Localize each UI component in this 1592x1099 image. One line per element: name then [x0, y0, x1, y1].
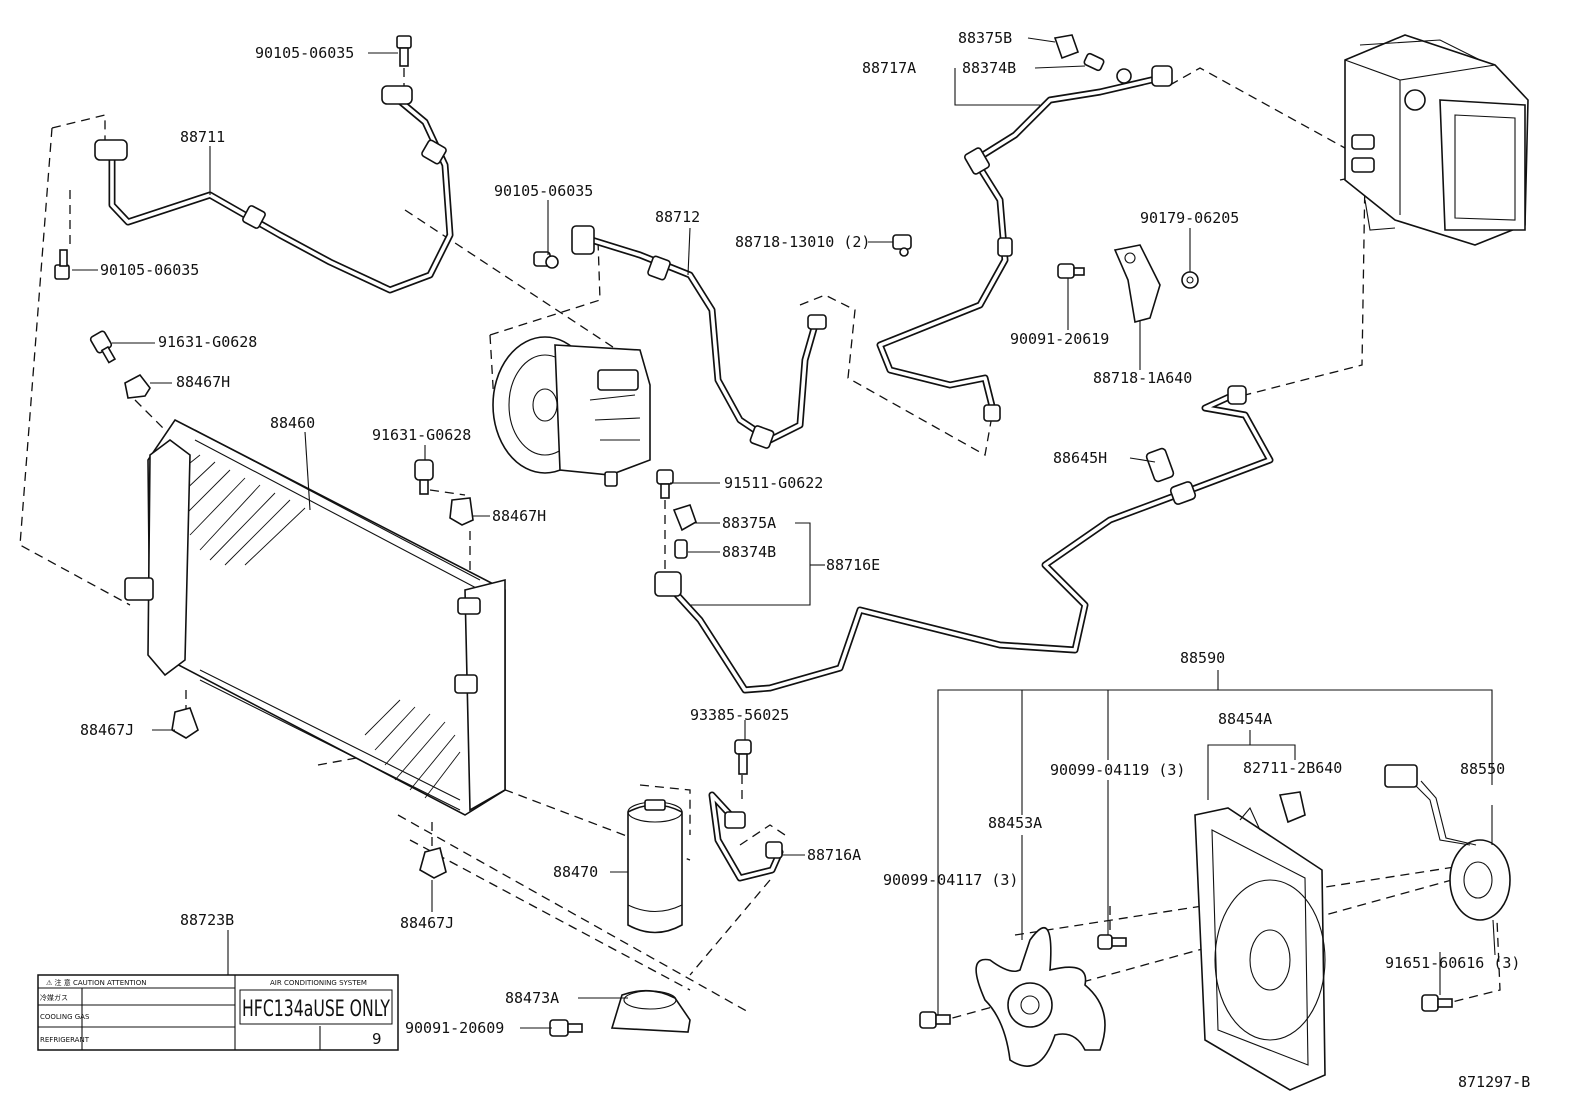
screw-90099-04117 [919, 1011, 951, 1029]
label-90105-06035-top: 90105-06035 [255, 44, 354, 62]
valve-88374B-mid [674, 539, 688, 559]
bracket-88473A [610, 989, 691, 1033]
label-88454A: 88454A [1218, 710, 1272, 728]
cushion-88467J-left [171, 707, 199, 739]
bolt-91651-60616 [1421, 994, 1453, 1012]
label-88467J-left: 88467J [80, 721, 134, 739]
bolt-90091-20619 [1057, 263, 1085, 279]
fan-motor-88550 [1384, 764, 1511, 956]
cap-88375A [672, 504, 697, 532]
label-90179-06205: 90179-06205 [1140, 209, 1239, 227]
label-sticker-88723B: ⚠ 注 意 CAUTION ATTENTION 冷媒ガス COOLING GAS… [37, 974, 399, 1051]
label-90099-04119: 90099-04119 (3) [1050, 761, 1185, 779]
sticker-row2: COOLING GAS [40, 1013, 90, 1021]
label-88375A: 88375A [722, 514, 776, 532]
part-labels: 90105-06035 88711 90105-06035 91631-G062… [80, 29, 1530, 1091]
pipe-88711 [94, 85, 454, 294]
label-88716E: 88716E [826, 556, 880, 574]
label-91631-G0628-left: 91631-G0628 [158, 333, 257, 351]
cushion-88467H-mid [449, 497, 474, 526]
label-88470: 88470 [553, 863, 598, 881]
label-91631-G0628-mid: 91631-G0628 [372, 426, 471, 444]
label-88375B: 88375B [958, 29, 1012, 47]
sticker-system-title: AIR CONDITIONING SYSTEM [270, 979, 367, 987]
valve-88374B-top [1083, 52, 1105, 72]
bolt-90091-20609 [549, 1019, 583, 1037]
label-90105-06035-mid: 90105-06035 [494, 182, 593, 200]
label-88718-1A640: 88718-1A640 [1093, 369, 1192, 387]
label-88711: 88711 [180, 128, 225, 146]
label-82711-2B640: 82711-2B640 [1243, 759, 1342, 777]
clamp-88718-1A640 [1113, 244, 1161, 323]
label-91511-G0622: 91511-G0622 [724, 474, 823, 492]
evaporator-unit [1344, 34, 1529, 246]
fan-88453A [975, 927, 1106, 1067]
label-91651-60616: 91651-60616 (3) [1385, 954, 1520, 972]
label-90091-20609: 90091-20609 [405, 1019, 504, 1037]
label-88717A: 88717A [862, 59, 916, 77]
label-88645H: 88645H [1053, 449, 1107, 467]
sticker-number: 9 [372, 1030, 382, 1048]
receiver-88470 [627, 799, 683, 934]
label-88716A: 88716A [807, 846, 861, 864]
label-88467H-left: 88467H [176, 373, 230, 391]
label-88374B-mid: 88374B [722, 543, 776, 561]
label-88460: 88460 [270, 414, 315, 432]
label-88374B-top: 88374B [962, 59, 1016, 77]
nut-90179-06205 [1181, 271, 1199, 289]
cushion-88467H-left [124, 373, 151, 399]
bolt-91631-G0628-mid [414, 459, 434, 495]
pipe-88716A [708, 791, 784, 882]
label-93385-56025: 93385-56025 [690, 706, 789, 724]
bolt-91511-G0622 [656, 469, 674, 499]
sticker-main-text: HFC134aUSE ONLY [242, 997, 390, 1022]
bolt-90105-06035-mid [533, 251, 559, 269]
label-88712: 88712 [655, 208, 700, 226]
label-88467J-bottom: 88467J [400, 914, 454, 932]
leader-lines [72, 37, 1493, 1029]
condenser-fins [174, 454, 461, 799]
bolt-90105-06035-left [54, 249, 70, 280]
sticker-row1: 冷媒ガス [40, 993, 68, 1002]
label-88718-13010: 88718-13010 (2) [735, 233, 870, 251]
cap-88375B [1053, 34, 1080, 60]
label-88473A: 88473A [505, 989, 559, 1007]
label-90105-06035-left: 90105-06035 [100, 261, 199, 279]
sticker-header: ⚠ 注 意 CAUTION ATTENTION [46, 978, 146, 987]
diagram-code: 871297-B [1458, 1073, 1530, 1091]
pipe-88712 [571, 225, 827, 449]
compressor [492, 336, 651, 487]
bolt-93385-56025 [734, 739, 752, 775]
clip-82711-2B640 [1278, 791, 1306, 824]
label-88723B: 88723B [180, 911, 234, 929]
sticker-row3: REFRIGERANT [40, 1036, 90, 1044]
label-90099-04117: 90099-04117 (3) [883, 871, 1018, 889]
pipe-88716E [654, 385, 1274, 694]
cushion-88467J-bottom [419, 847, 447, 879]
pipe-88717A [876, 65, 1173, 422]
label-90091-20619: 90091-20619 [1010, 330, 1109, 348]
label-88590: 88590 [1180, 649, 1225, 667]
screw-90099-04119 [1097, 934, 1127, 950]
clamp-88718-13010 [892, 234, 912, 257]
fan-shroud-88454A [1194, 806, 1326, 1091]
bolt-90105-06035-top [396, 35, 412, 67]
label-88467H-mid: 88467H [492, 507, 546, 525]
condenser-88460 [124, 418, 506, 816]
label-88453A: 88453A [988, 814, 1042, 832]
label-88550: 88550 [1460, 760, 1505, 778]
switch-88645H [1145, 447, 1175, 483]
bolt-91631-G0628-left [89, 330, 117, 364]
